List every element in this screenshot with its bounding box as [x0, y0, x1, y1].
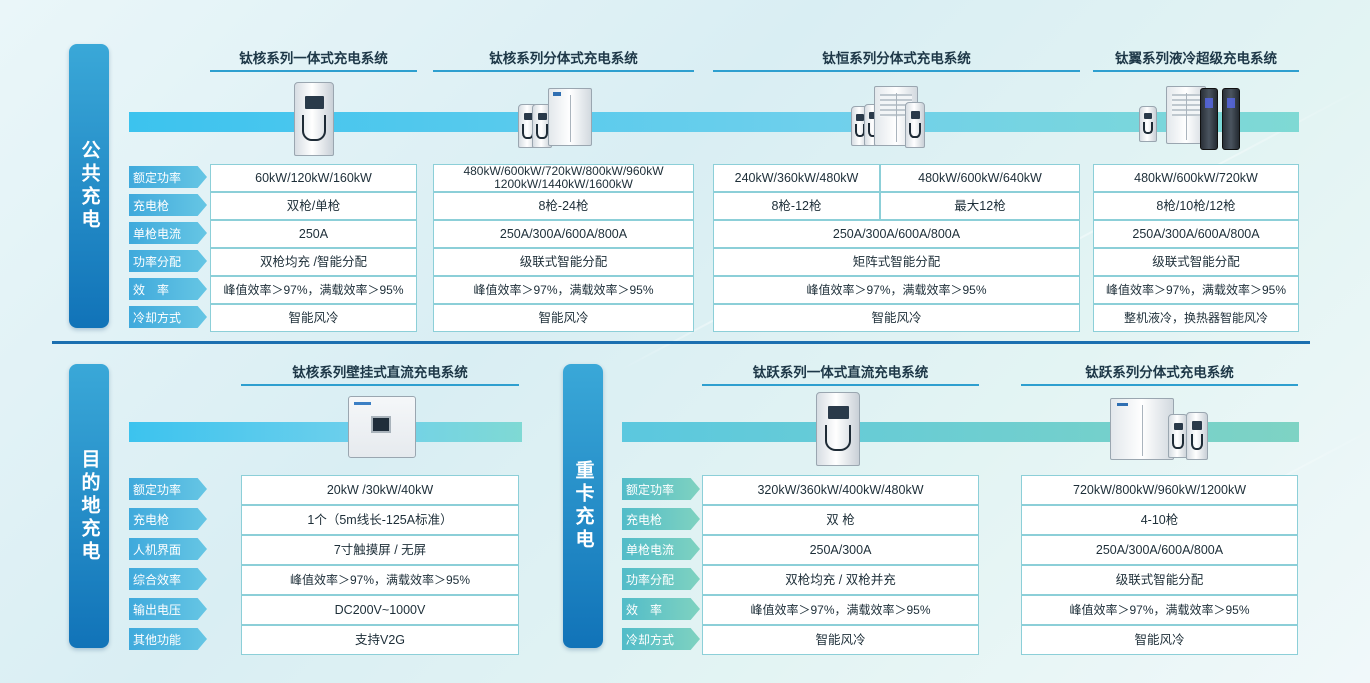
row-label: 额定功率 [129, 478, 207, 500]
dest-product-title: 钛核系列壁挂式直流充电系统 [241, 364, 519, 386]
spec-cell: DC200V~1000V [241, 595, 519, 625]
spec-cell: 1个（5m线长-125A标准） [241, 505, 519, 535]
row-label: 冷却方式 [622, 628, 700, 650]
spec-cell: 60kW/120kW/160kW [210, 164, 417, 192]
spec-cell: 480kW/600kW/720kW/800kW/960kW 1200kW/144… [433, 164, 694, 192]
product-title-2: 钛核系列分体式充电系统 [433, 50, 694, 72]
spec-cell: 最大12枪 [880, 192, 1080, 220]
spec-cell: 720kW/800kW/960kW/1200kW [1021, 475, 1298, 505]
spec-cell: 250A/300A/600A/800A [713, 220, 1080, 248]
spec-cell: 智能风冷 [210, 304, 417, 332]
spec-cell: 智能风冷 [713, 304, 1080, 332]
spec-cell: 峰值效率＞97%，满载效率＞95% [241, 565, 519, 595]
spec-cell: 级联式智能分配 [1021, 565, 1298, 595]
section-label-public: 公共充电 [69, 44, 109, 328]
row-label-efficiency: 效 率 [129, 278, 207, 300]
spec-cell: 250A [210, 220, 417, 248]
spec-cell: 480kW/600kW/640kW [880, 164, 1080, 192]
spec-cell: 峰值效率＞97%，满载效率＞95% [210, 276, 417, 304]
spec-cell: 级联式智能分配 [433, 248, 694, 276]
spec-cell: 智能风冷 [702, 625, 979, 655]
product-title-4: 钛翼系列液冷超级充电系统 [1093, 50, 1299, 72]
row-label: 单枪电流 [622, 538, 700, 560]
spec-cell: 整机液冷，换热器智能风冷 [1093, 304, 1299, 332]
spec-cell: 双 枪 [702, 505, 979, 535]
row-label: 输出电压 [129, 598, 207, 620]
section-label-destination: 目的地充电 [69, 364, 109, 648]
spec-cell: 智能风冷 [433, 304, 694, 332]
truck-product-title-1: 钛跃系列一体式直流充电系统 [702, 364, 979, 386]
spec-cell: 20kW /30kW/40kW [241, 475, 519, 505]
row-label: 综合效率 [129, 568, 207, 590]
row-label: 额定功率 [622, 478, 700, 500]
product-title-1: 钛核系列一体式充电系统 [210, 50, 417, 72]
row-label-power-distribution: 功率分配 [129, 250, 207, 272]
spec-cell: 峰值效率＞97%，满载效率＞95% [713, 276, 1080, 304]
spec-cell: 矩阵式智能分配 [713, 248, 1080, 276]
spec-cell: 250A/300A [702, 535, 979, 565]
row-label-current: 单枪电流 [129, 222, 207, 244]
spec-cell: 7寸触摸屏 / 无屏 [241, 535, 519, 565]
spec-cell: 250A/300A/600A/800A [1093, 220, 1299, 248]
truck-product-title-2: 钛跃系列分体式充电系统 [1021, 364, 1298, 386]
spec-cell: 8枪-12枪 [713, 192, 880, 220]
spec-cell: 480kW/600kW/720kW [1093, 164, 1299, 192]
destination-band [129, 422, 522, 442]
spec-cell: 峰值效率＞97%，满载效率＞95% [1021, 595, 1298, 625]
product-title-3: 钛恒系列分体式充电系统 [713, 50, 1080, 72]
row-label-cooling: 冷却方式 [129, 306, 207, 328]
public-band [129, 112, 1299, 132]
spec-cell: 250A/300A/600A/800A [433, 220, 694, 248]
spec-cell: 支持V2G [241, 625, 519, 655]
spec-cell: 4-10枪 [1021, 505, 1298, 535]
row-label: 效 率 [622, 598, 700, 620]
spec-cell: 320kW/360kW/400kW/480kW [702, 475, 979, 505]
spec-cell: 250A/300A/600A/800A [1021, 535, 1298, 565]
spec-cell: 峰值效率＞97%，满载效率＞95% [702, 595, 979, 625]
spec-cell: 双枪均充 /智能分配 [210, 248, 417, 276]
row-label: 功率分配 [622, 568, 700, 590]
spec-cell: 8枪/10枪/12枪 [1093, 192, 1299, 220]
row-label-guns: 充电枪 [129, 194, 207, 216]
spec-cell: 8枪-24枪 [433, 192, 694, 220]
row-label: 充电枪 [622, 508, 700, 530]
spec-cell: 级联式智能分配 [1093, 248, 1299, 276]
spec-cell: 峰值效率＞97%，满载效率＞95% [1093, 276, 1299, 304]
spec-cell: 双枪/单枪 [210, 192, 417, 220]
row-label: 充电枪 [129, 508, 207, 530]
spec-cell: 峰值效率＞97%，满载效率＞95% [433, 276, 694, 304]
spec-cell: 240kW/360kW/480kW [713, 164, 880, 192]
section-divider [52, 341, 1310, 344]
spec-cell: 智能风冷 [1021, 625, 1298, 655]
row-label-rated-power: 额定功率 [129, 166, 207, 188]
spec-cell: 双枪均充 / 双枪并充 [702, 565, 979, 595]
row-label: 其他功能 [129, 628, 207, 650]
row-label: 人机界面 [129, 538, 207, 560]
section-label-truck: 重卡充电 [563, 364, 603, 648]
